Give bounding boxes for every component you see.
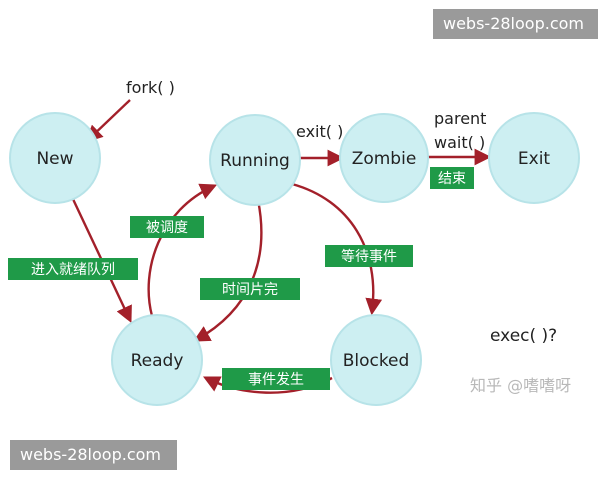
state-running-label: Running [220, 151, 290, 171]
state-new: New [9, 112, 101, 204]
label-event-occurs: 事件发生 [248, 372, 304, 388]
state-ready-label: Ready [131, 351, 184, 371]
state-exit-label: Exit [518, 149, 551, 169]
label-wait: wait( ) [434, 133, 485, 152]
arrow-running-to-ready [193, 199, 263, 342]
state-nodes: New Running Zombie Exit Ready Blocked [9, 112, 580, 406]
label-end: 结束 [438, 171, 466, 187]
label-exit-call: exit( ) [296, 122, 343, 141]
label-event-occurs-box: 事件发生 [222, 368, 330, 390]
label-exec-question: exec( )? [490, 326, 557, 346]
state-running: Running [209, 114, 301, 206]
label-enter-ready-queue-box: 进入就绪队列 [8, 258, 138, 280]
label-wait-event: 等待事件 [341, 248, 397, 265]
label-time-slice-done-box: 时间片完 [200, 278, 300, 300]
transition-text-labels: fork( ) exit( ) parent wait( ) exec( )? [126, 78, 557, 346]
state-new-label: New [36, 149, 73, 169]
arrow-ready-to-running [147, 183, 218, 317]
state-zombie-label: Zombie [352, 149, 417, 169]
arrow-fork-to-new [85, 99, 131, 143]
label-wait-event-box: 等待事件 [325, 245, 413, 267]
label-scheduled-box: 被调度 [130, 216, 204, 238]
transition-green-labels: 结束 进入就绪队列 被调度 时间片完 等待事件 事件发生 [8, 167, 474, 390]
zhihu-credit: 知乎 @嗜嗜呀 [470, 376, 572, 395]
label-fork: fork( ) [126, 78, 175, 97]
arrow-running-to-blocked [291, 182, 383, 316]
watermark-top: webs-28loop.com [433, 9, 598, 39]
state-ready: Ready [111, 314, 203, 406]
state-blocked: Blocked [330, 314, 422, 406]
label-time-slice-done: 时间片完 [222, 282, 278, 298]
state-zombie: Zombie [339, 113, 429, 203]
label-end-box: 结束 [430, 167, 474, 189]
state-exit: Exit [488, 112, 580, 204]
label-parent: parent [434, 109, 486, 128]
state-blocked-label: Blocked [343, 351, 410, 371]
watermark-bottom: webs-28loop.com [10, 440, 177, 470]
label-enter-ready-queue: 进入就绪队列 [31, 262, 115, 278]
label-scheduled: 被调度 [146, 220, 188, 236]
